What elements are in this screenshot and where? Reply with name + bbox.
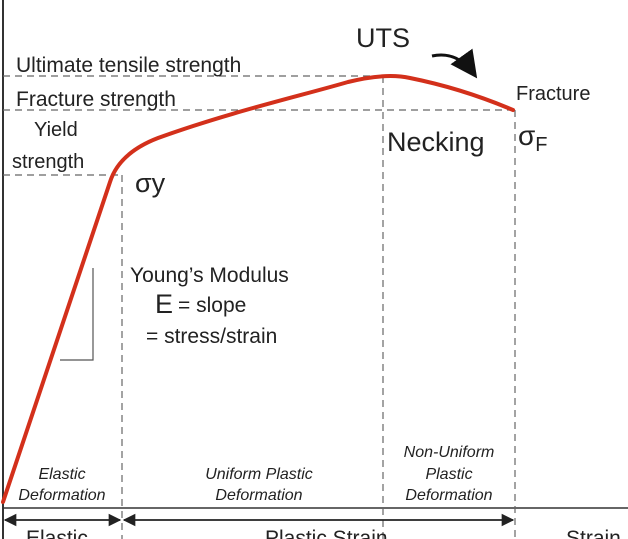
uniform-region-label-line1: Uniform Plastic [205, 466, 313, 483]
necking-label: Necking [387, 127, 485, 157]
nonuniform-region-label-line1: Non-Uniform [404, 444, 495, 461]
youngs-modulus-label: Young’s Modulus [130, 264, 289, 287]
necking-arrow [431, 48, 478, 79]
sigma-f-subscript: F [535, 134, 547, 156]
nonuniform-region-label-line3: Deformation [405, 487, 492, 504]
stress-strain-curve [1, 73, 515, 504]
fracture-label: Fracture [516, 83, 590, 105]
slope-triangle [60, 268, 94, 361]
ultimate-tensile-strength-label: Ultimate tensile strength [16, 54, 241, 77]
elastic-region-label-line2: Deformation [18, 487, 105, 504]
yield-strength-label-line2: strength [12, 151, 84, 173]
fracture-strength-label: Fracture strength [16, 88, 176, 111]
sigma-y-label: σy [135, 168, 166, 198]
bottom-elastic-label: Elastic [26, 527, 88, 539]
sigma-f-symbol: σ [518, 120, 535, 151]
e-slope-label: = slope [178, 294, 246, 317]
uniform-region-label-line2: Deformation [215, 487, 302, 504]
elastic-region-label-line1: Elastic [38, 466, 85, 483]
sigma-f-label: σF [518, 120, 548, 156]
bottom-strain-label: Strain [566, 527, 621, 539]
e-symbol: E [155, 289, 173, 319]
stress-strain-label: = stress/strain [146, 325, 277, 348]
uts-label: UTS [356, 23, 410, 53]
nonuniform-region-label-line2: Plastic [425, 466, 472, 483]
bottom-plastic-strain-label: Plastic Strain [265, 527, 388, 539]
yield-strength-label-line1: Yield [34, 119, 78, 141]
